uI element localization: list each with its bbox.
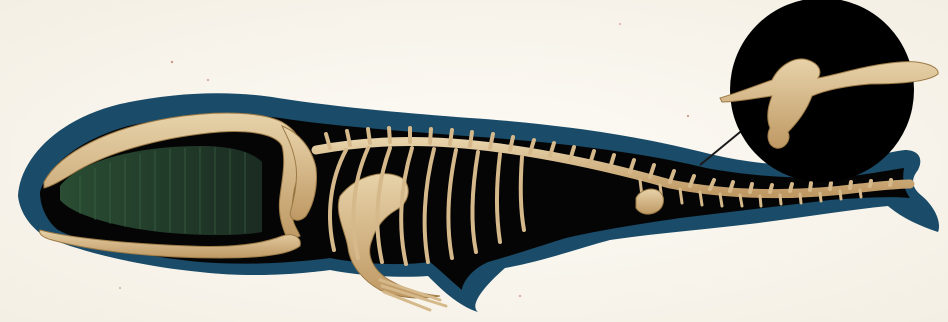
pelvic-bone-small (636, 189, 663, 214)
